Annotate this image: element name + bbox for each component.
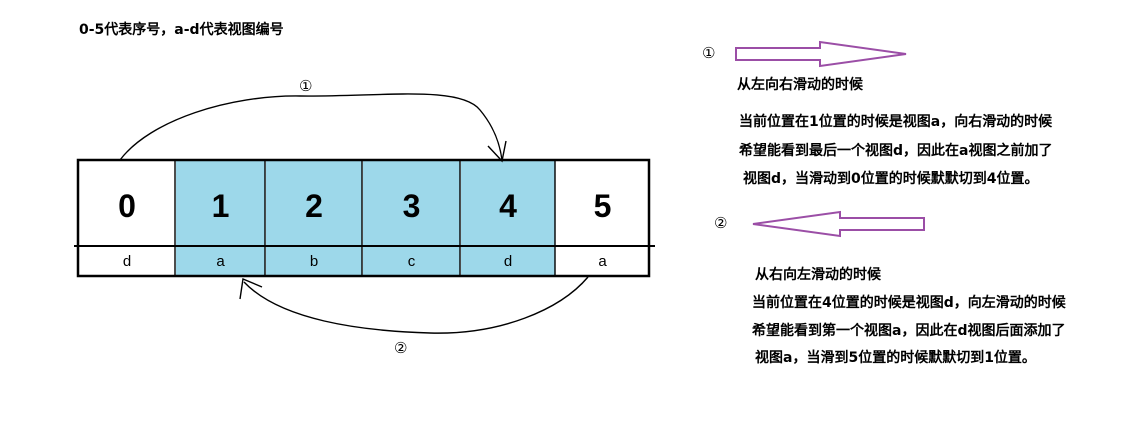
index-cell: 1 xyxy=(176,161,265,245)
section1-line-1: 当前位置在1位置的时候是视图a，向右滑动的时候 xyxy=(739,114,1053,130)
bottom-curve-arrowhead xyxy=(239,278,263,300)
view-cell: d xyxy=(461,247,555,275)
bottom-curve-arrow xyxy=(243,276,589,334)
section2-line-3: 视图a，当滑到5位置的时候默默切到1位置。 xyxy=(755,350,1036,366)
view-cell: d xyxy=(122,252,132,270)
view-cell: a xyxy=(598,252,607,270)
cell-table-grid xyxy=(74,158,655,278)
section1-marker: ① xyxy=(702,44,716,62)
top-curve-label: ① xyxy=(299,77,313,95)
section1-heading: 从左向右滑动的时候 xyxy=(737,77,863,93)
view-cell: a xyxy=(176,247,265,275)
section2-line-1: 当前位置在4位置的时候是视图d，向左滑动的时候 xyxy=(752,295,1066,311)
index-cell: 2 xyxy=(266,161,362,245)
diagram-title: 0-5代表序号，a-d代表视图编号 xyxy=(79,22,284,38)
section2-marker: ② xyxy=(714,214,728,232)
index-cell: 3 xyxy=(363,161,460,245)
index-cell: 4 xyxy=(461,161,555,245)
section2-line-2: 希望能看到第一个视图a，因此在d视图后面添加了 xyxy=(752,323,1066,339)
section1-line-2: 希望能看到最后一个视图d，因此在a视图之前加了 xyxy=(739,143,1053,159)
view-cell: b xyxy=(266,247,362,275)
view-cell: c xyxy=(363,247,460,275)
section1-line-3: 视图d，当滑动到0位置的时候默默切到4位置。 xyxy=(743,171,1039,187)
left-direction-arrow xyxy=(752,210,925,238)
index-cell: 0 xyxy=(118,187,136,224)
right-direction-arrow xyxy=(735,40,907,68)
top-curve-arrow xyxy=(119,93,503,161)
top-curve-arrowhead xyxy=(487,140,507,163)
section2-heading: 从右向左滑动的时候 xyxy=(755,267,881,283)
index-cell: 5 xyxy=(593,187,612,224)
bottom-curve-label: ② xyxy=(394,339,408,357)
